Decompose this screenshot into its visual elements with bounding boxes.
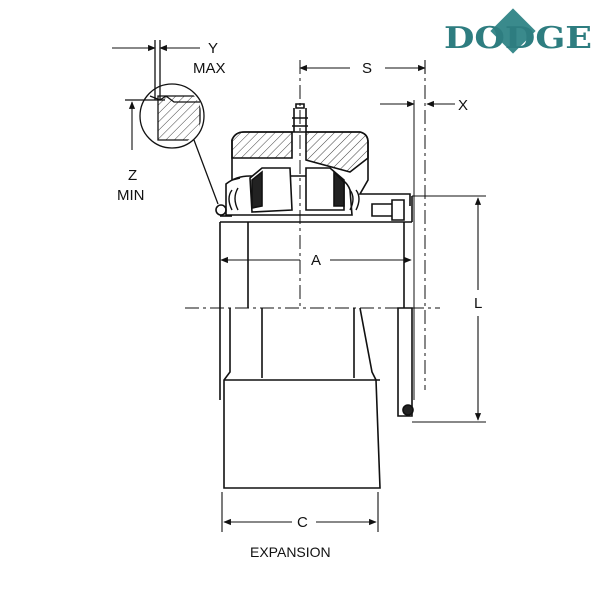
detail-leader [193, 139, 219, 205]
housing-cap [231, 131, 293, 159]
detail-callout [125, 40, 219, 205]
label-a: A [311, 252, 321, 269]
label-y: Y [208, 40, 218, 57]
right-plate [397, 307, 413, 417]
housing-cap-outline [231, 131, 369, 165]
set-screw [371, 199, 405, 221]
label-z: Z [128, 167, 137, 184]
logo-text: DODGE [444, 21, 592, 56]
housing-cap-right [305, 131, 369, 173]
housing-body [215, 103, 414, 489]
seal-left [228, 187, 239, 211]
label-c: C [297, 514, 308, 531]
pedestal-inner [224, 308, 380, 381]
label-s: S [362, 60, 372, 77]
label-max: MAX [193, 60, 226, 77]
label-expansion: EXPANSION [250, 544, 331, 560]
label-l: L [474, 295, 482, 312]
roller-left-dark [251, 170, 263, 209]
detail-profile [149, 95, 200, 103]
labels: Y MAX Z MIN S X A L C EXPANSION [117, 40, 482, 560]
plate-bolt [402, 404, 414, 416]
dodge-logo: DODGE [444, 8, 592, 56]
centerlines [185, 60, 440, 400]
lock-ring [215, 204, 227, 216]
label-min: MIN [117, 187, 145, 204]
pedestal [223, 307, 381, 489]
roller-right-dark [333, 170, 345, 207]
dimensions [112, 44, 486, 532]
seal-right [349, 189, 360, 211]
label-x: X [458, 97, 468, 114]
